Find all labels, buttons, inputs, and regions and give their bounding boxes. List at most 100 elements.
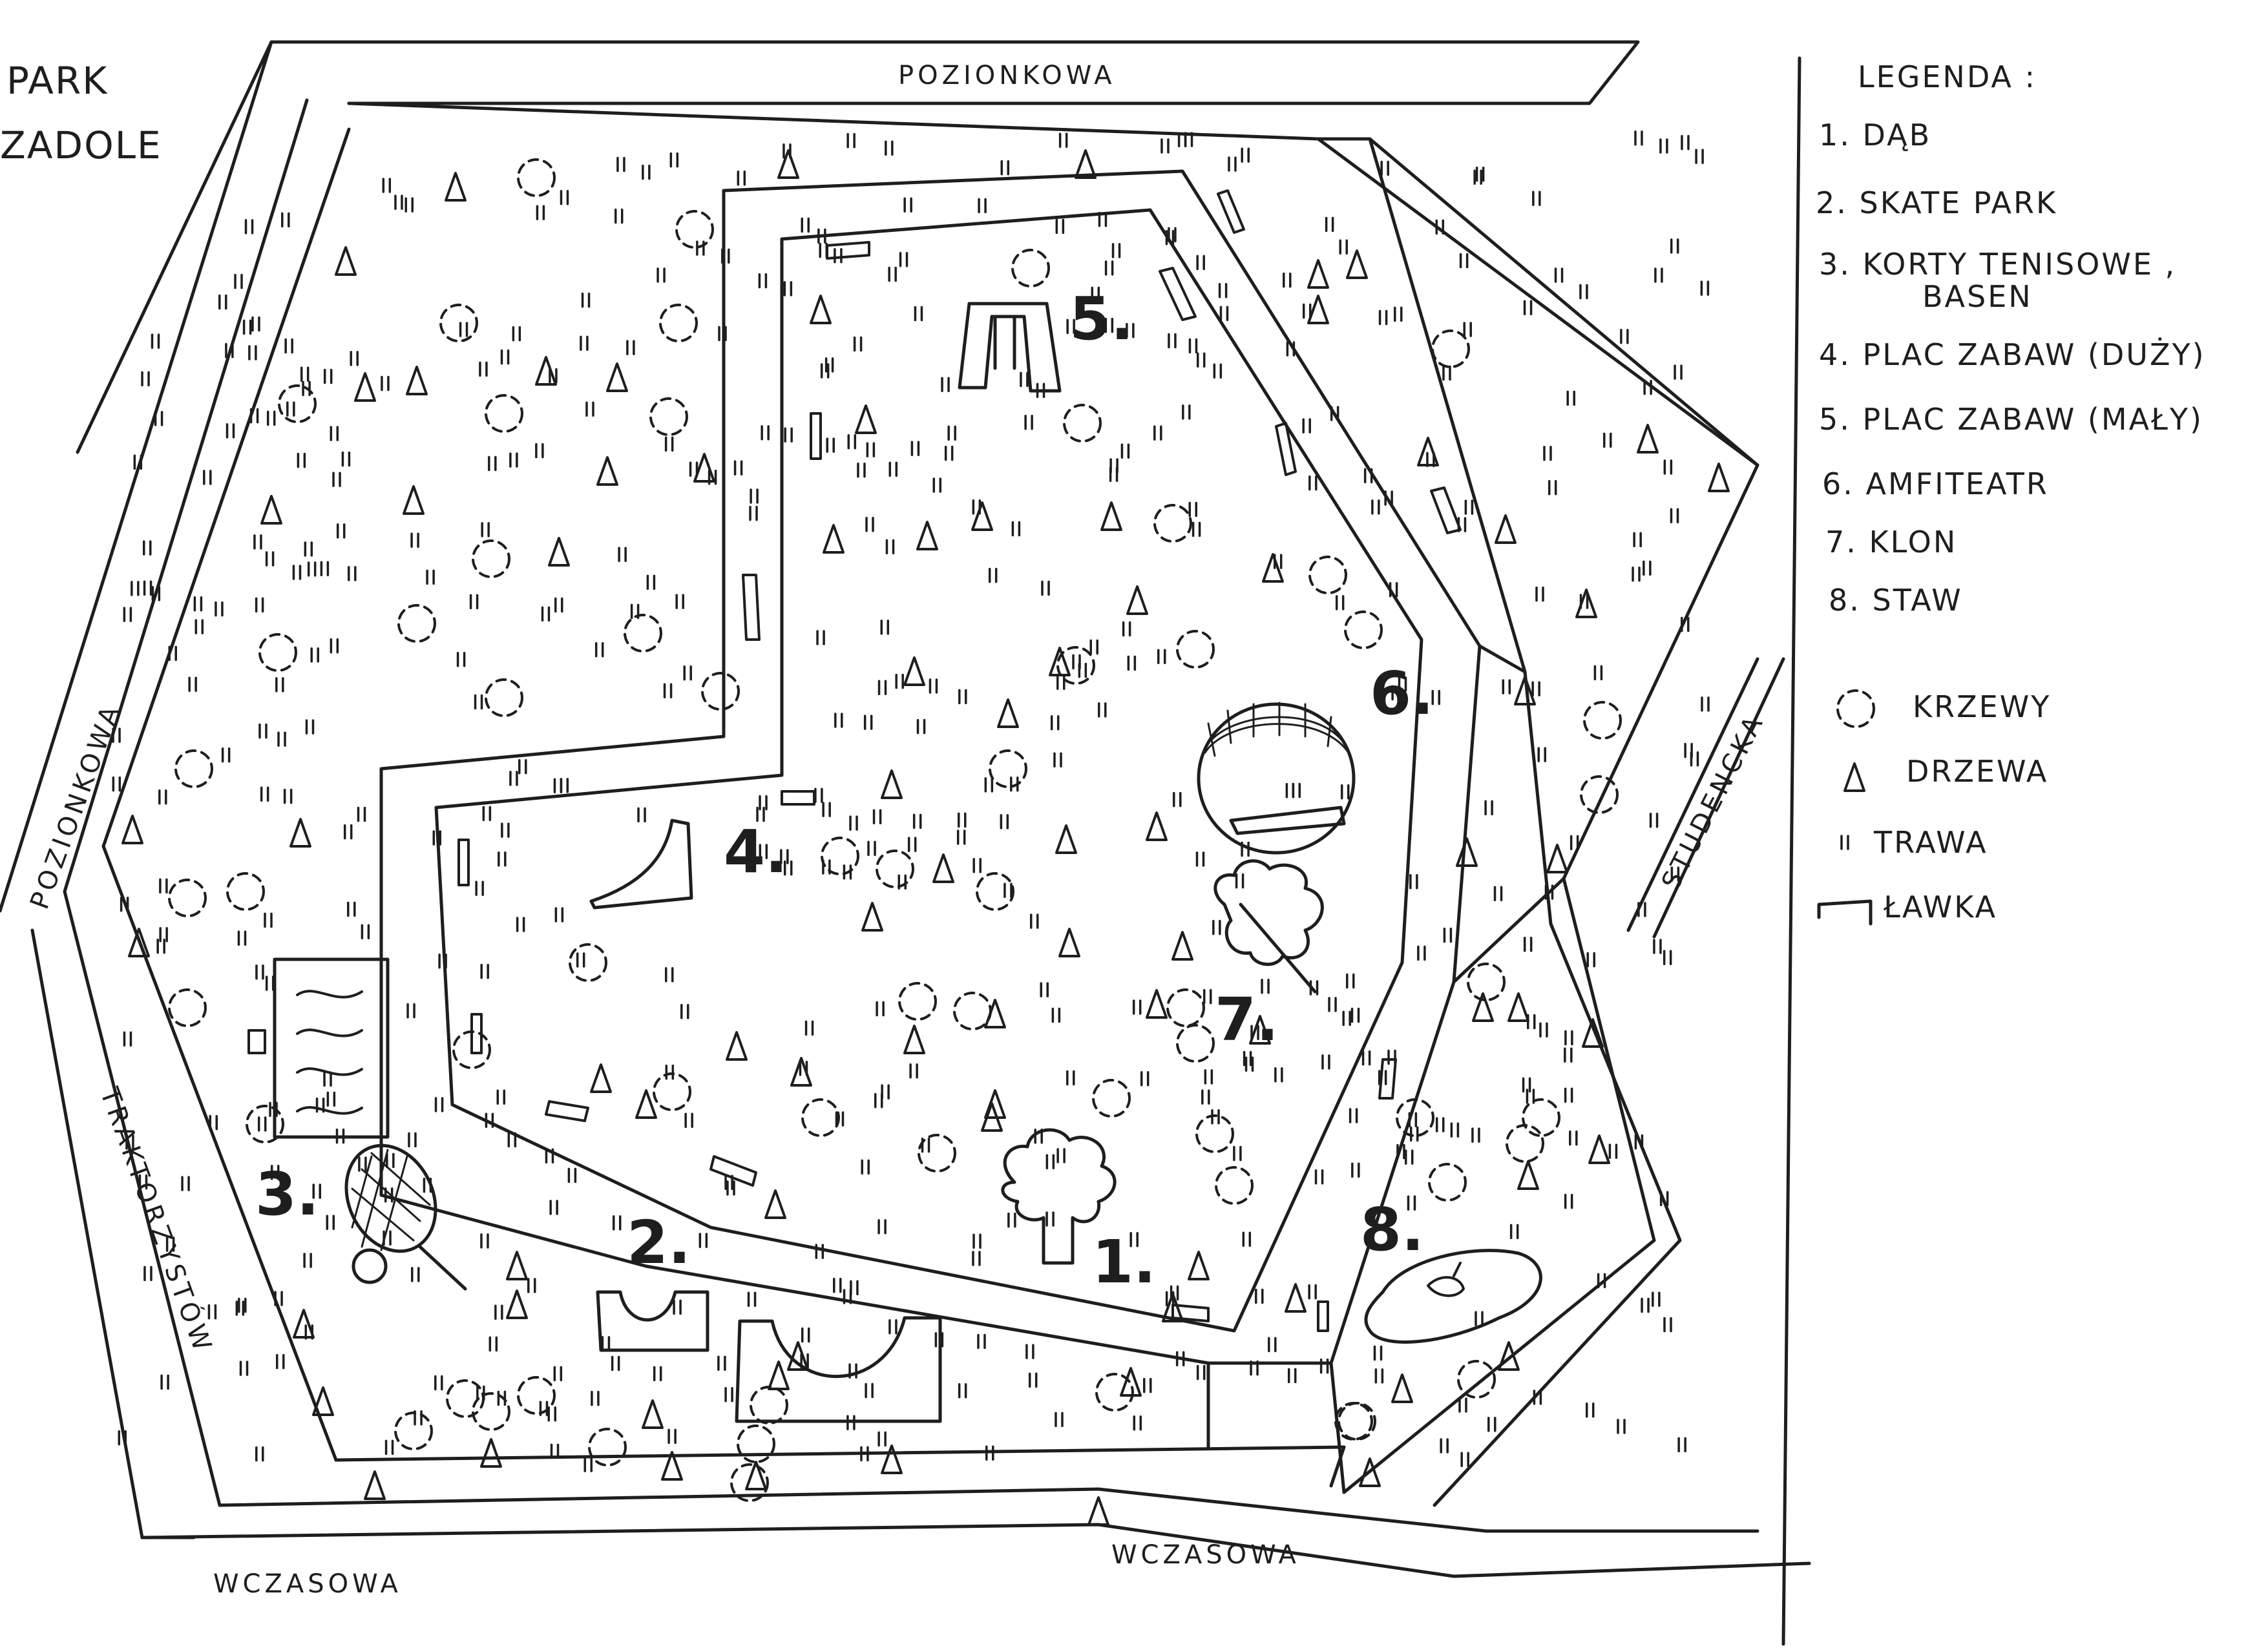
grass-icon — [978, 198, 987, 214]
grass-icon — [984, 777, 994, 793]
grass-icon — [888, 461, 898, 477]
grass-icon — [507, 1132, 517, 1148]
grass-icon — [958, 689, 967, 705]
grass-icon — [1287, 1368, 1297, 1384]
grass-icon — [1350, 1007, 1360, 1023]
grass-icon — [885, 140, 894, 156]
grass-icon — [1328, 997, 1337, 1012]
grass-icon — [536, 205, 545, 220]
grass-icon — [1579, 284, 1588, 300]
grass-icon — [1000, 814, 1009, 829]
grass-icon — [1531, 681, 1540, 697]
grass-icon — [347, 901, 356, 917]
pond-icon — [1364, 1249, 1542, 1344]
grass-icon — [1242, 1231, 1252, 1247]
grass-icon — [846, 132, 856, 149]
legend-bench-icon — [1817, 899, 1873, 926]
tree-icon — [861, 902, 883, 932]
tree-icon — [1055, 824, 1077, 854]
grass-icon — [580, 335, 589, 351]
grass-icon — [480, 1233, 489, 1249]
tree-icon — [1120, 1367, 1142, 1397]
tree-icon — [1146, 811, 1168, 841]
grass-icon — [1566, 390, 1575, 406]
grass-icon — [916, 718, 926, 735]
legend-item: 4. PLAC ZABAW (DUŻY) — [1819, 337, 2206, 372]
bench-icon — [545, 1100, 589, 1122]
grass-icon — [850, 1280, 859, 1296]
shrub-icon — [1522, 1098, 1560, 1137]
grass-icon — [626, 340, 635, 355]
shrub-icon — [485, 394, 523, 433]
shrub-icon — [439, 304, 478, 342]
bench-icon — [1430, 486, 1462, 534]
grass-icon — [459, 322, 468, 337]
shrub-icon — [1583, 701, 1622, 740]
tree-icon — [903, 656, 925, 686]
grass-icon — [361, 924, 370, 940]
grass-icon — [1378, 309, 1388, 326]
shrub-icon — [258, 633, 297, 672]
tree-icon — [1588, 1134, 1610, 1164]
street-left: POZIONKOWA — [25, 699, 127, 913]
tree-icon — [1307, 295, 1329, 324]
street-bottom-left: WCZASOWA — [213, 1569, 402, 1599]
grass-icon — [297, 452, 306, 468]
grass-icon — [207, 1304, 217, 1320]
tree-icon — [764, 1189, 786, 1219]
grass-icon — [680, 1004, 689, 1019]
grass-icon — [1202, 988, 1212, 1005]
grass-icon — [286, 401, 295, 417]
grass-icon — [1681, 134, 1690, 151]
grass-icon — [857, 462, 866, 478]
tree-icon — [364, 1470, 386, 1500]
skatepark-ramp-icon — [596, 1290, 942, 1423]
grass-icon — [1701, 696, 1710, 712]
grass-icon — [434, 1097, 444, 1112]
shrub-icon — [1215, 1166, 1254, 1205]
grass-icon — [348, 566, 357, 581]
label-maple: 7. — [1215, 985, 1279, 1054]
bench-icon — [1317, 1300, 1329, 1332]
grass-icon — [1674, 364, 1683, 380]
legend-shrubs-label: KRZEWY — [1913, 689, 2051, 724]
grass-icon — [386, 1153, 395, 1169]
grass-icon — [689, 461, 698, 477]
grass-icon — [591, 1390, 600, 1406]
grass-icon — [1308, 1284, 1317, 1300]
grass-icon — [485, 1112, 494, 1129]
grass-icon — [667, 1428, 677, 1445]
grass-icon — [1241, 147, 1250, 163]
grass-icon — [646, 574, 656, 590]
label-tennis: 3. — [255, 1160, 319, 1229]
tree-icon — [354, 372, 376, 402]
grass-icon — [151, 333, 160, 349]
grass-icon — [283, 788, 293, 804]
grass-icon — [1056, 1148, 1066, 1163]
grass-icon — [872, 809, 882, 824]
tree-icon — [916, 521, 938, 550]
shrub-icon — [226, 872, 265, 911]
grass-icon — [1695, 149, 1704, 164]
legend-item: BASEN — [1922, 279, 2033, 314]
grass-icon — [221, 747, 231, 763]
legend-grass-icon — [1840, 835, 1849, 850]
grass-icon — [1127, 655, 1137, 671]
grass-icon — [1133, 1415, 1142, 1431]
grass-icon — [1586, 952, 1596, 968]
shrub-icon — [588, 1428, 627, 1466]
grass-icon — [469, 594, 479, 610]
grass-icon — [475, 881, 484, 896]
label-pond: 8. — [1360, 1195, 1424, 1264]
grass-icon — [1634, 130, 1643, 146]
grass-icon — [1443, 927, 1453, 943]
grass-icon — [481, 522, 490, 537]
grass-icon — [972, 1233, 982, 1249]
grass-icon — [581, 292, 591, 308]
grass-icon — [958, 1383, 967, 1399]
grass-icon — [123, 607, 132, 622]
grass-icon — [1212, 919, 1221, 935]
grass-icon — [1617, 1419, 1626, 1434]
grass-icon — [656, 267, 666, 283]
shrub-icon — [168, 879, 207, 917]
